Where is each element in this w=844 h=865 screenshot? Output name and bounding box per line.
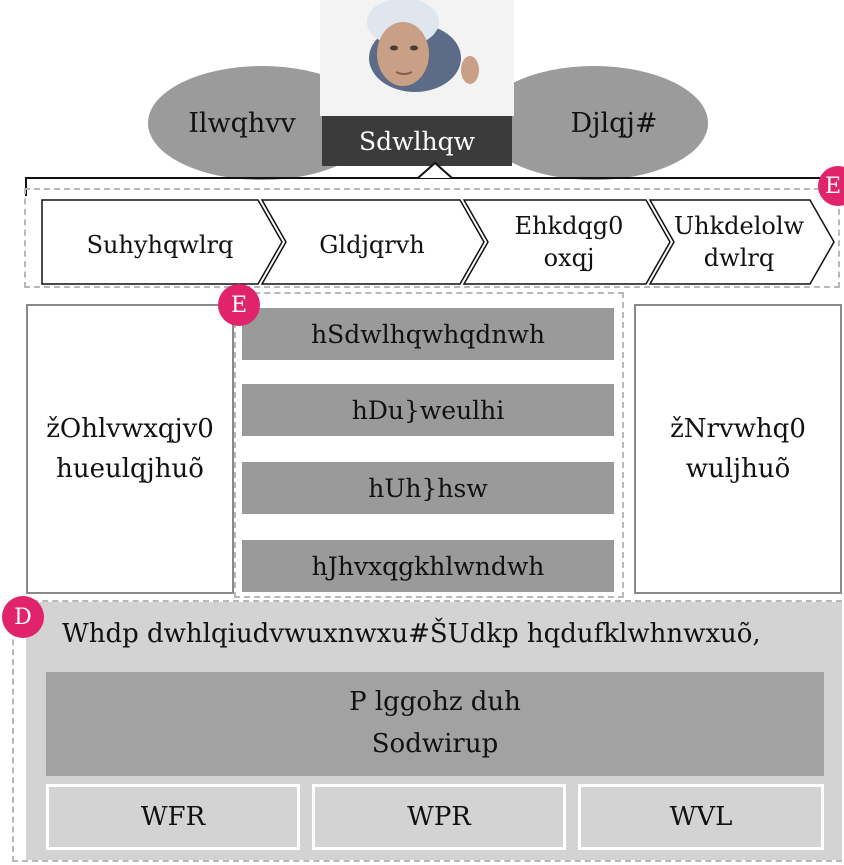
middle-bar-label: hJhvxqgkhlwndwh <box>311 551 545 581</box>
tech-box-1: WFR <box>46 784 300 850</box>
step-prevention-shape <box>41 199 283 285</box>
step-diagnosis: Gldjqrvh <box>292 220 452 270</box>
badge-label: E <box>824 173 842 199</box>
right-box-line1: žNrvwhq0 <box>670 413 806 444</box>
tech-label: WFR <box>140 802 206 832</box>
middle-bar-1: hSdwlhqwhqdnwh <box>242 308 614 360</box>
right-ellipse-label: Djlqj# <box>570 107 658 139</box>
tech-label: WVL <box>669 802 733 832</box>
left-box-line1: žOhlvwxqjv0 <box>46 413 214 444</box>
step-label-line2: oxqj <box>543 244 595 272</box>
step-label-line1: Ehkdqg0 <box>514 211 624 240</box>
middle-bar-label: hSdwlhqwhqdnwh <box>311 319 545 349</box>
left-box: žOhlvwxqjv0 hueulqjhuõ <box>26 304 234 594</box>
left-box-line2: hueulqjhuõ <box>56 454 204 484</box>
step-label-line2: dwlrq <box>703 244 775 272</box>
badge-middle: E <box>218 284 260 326</box>
step-rehabilitation: Uhkdelolw dwlrq <box>664 206 814 278</box>
badge-label: E <box>230 292 248 318</box>
step-label: Suhyhqwlrq <box>86 230 234 259</box>
middle-bar-2: hDu}weulhi <box>242 384 614 436</box>
step-rehab-shape <box>648 199 835 285</box>
tech-box-2: WPR <box>312 784 566 850</box>
process-frame <box>24 188 840 288</box>
badge-label: D <box>14 604 32 630</box>
patient-image-icon <box>320 0 514 116</box>
step-treatment-shape <box>462 199 671 285</box>
platform-line2: Sodwirup <box>371 729 499 759</box>
right-box-line2: wuljhuõ <box>685 454 791 484</box>
middleware-platform: P lggohz duh Sodwirup <box>46 672 824 776</box>
right-ellipse: Djlqj# <box>480 66 708 180</box>
tech-box-3: WVL <box>578 784 824 850</box>
step-prevention: Suhyhqwlrq <box>70 220 250 270</box>
step-label: Gldjqrvh <box>319 230 425 259</box>
photo-caption-label: Sdwlhqw <box>358 126 476 156</box>
badge-lower-left: D <box>2 596 44 638</box>
step-treatment: Ehkdqg0 oxqj <box>494 206 644 278</box>
step-diagnosis-shape <box>260 199 485 285</box>
middle-frame <box>234 292 624 598</box>
middle-bar-label: hDu}weulhi <box>351 395 505 425</box>
step-label-line1: Uhkdelolw <box>673 211 805 240</box>
middle-bar-4: hJhvxqgkhlwndwh <box>242 540 614 592</box>
tech-label: WPR <box>407 802 471 832</box>
left-ellipse-label: Ilwqhvv <box>188 107 296 139</box>
patient-photo <box>320 0 514 116</box>
connector-lines <box>25 161 840 196</box>
photo-caption: Sdwlhqw <box>322 116 512 166</box>
middle-bar-label: hUh}hsw <box>368 473 488 503</box>
right-box: žNrvwhq0 wuljhuõ <box>634 304 842 594</box>
bottom-title: Whdp dwhlqiudvwuxnwxu#ŠUdkp hqdufklwhnwx… <box>62 612 842 656</box>
badge-upper-right: E <box>818 166 844 206</box>
process-chevrons <box>41 199 835 285</box>
platform-line1: P lggohz duh <box>349 687 521 718</box>
bottom-title-label: Whdp dwhlqiudvwuxnwxu#ŠUdkp hqdufklwhnwx… <box>62 619 761 649</box>
middle-bar-3: hUh}hsw <box>242 462 614 514</box>
